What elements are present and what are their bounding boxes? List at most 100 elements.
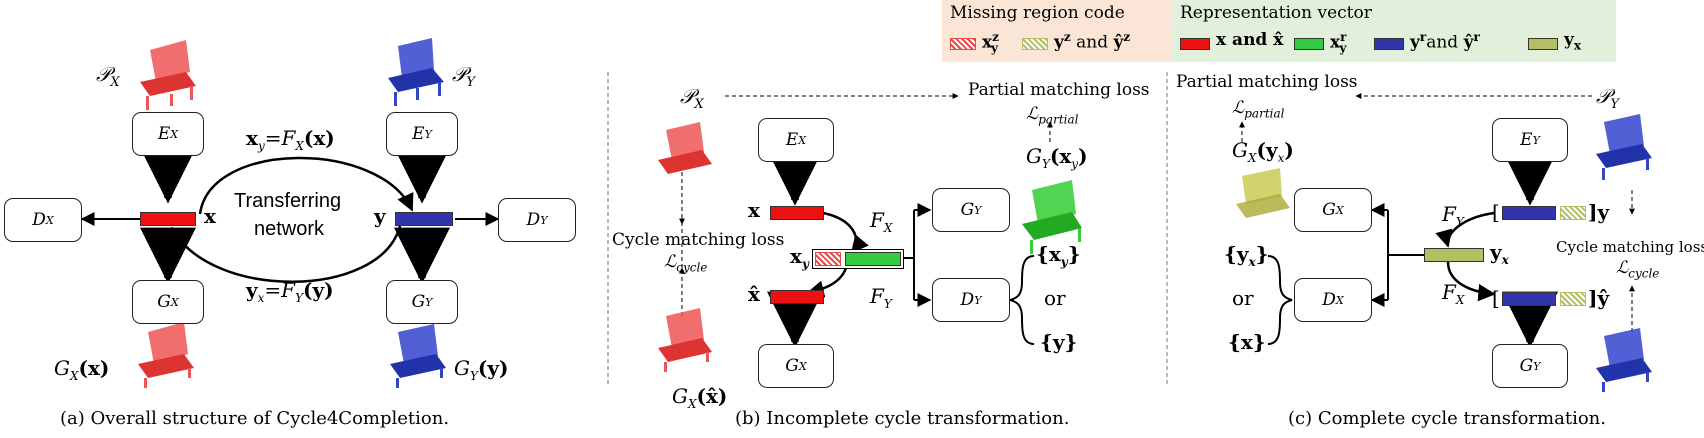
c-arrow-yx-yhat (1446, 261, 1496, 302)
b-caption: (b) Incomplete cycle transformation. (735, 408, 1070, 429)
chair-red-b-top (658, 122, 712, 174)
c-l-partial: ℒpartial (1232, 98, 1285, 121)
c-vector-y-rep (1502, 206, 1556, 220)
a-label-gxx: GX(x) (54, 356, 110, 383)
b-vector-xy-missing (815, 252, 841, 266)
b-vector-x (770, 206, 824, 220)
chair-blue-a-top (388, 38, 444, 106)
c-label-py: 𝒫Y (1596, 84, 1620, 112)
c-set2: {x} (1228, 330, 1266, 354)
a-cycle-top (198, 156, 414, 215)
a-label-gyy: GY(y) (454, 356, 509, 383)
a-label-px: 𝒫X (96, 62, 120, 90)
c-cycle-loss: Cycle matching loss (1556, 238, 1704, 256)
legend-missing-label-x: xzy (982, 30, 999, 56)
b-label-gxxhat: GX(x̂) (672, 384, 728, 411)
c-vector-yx (1424, 248, 1484, 262)
b-partial-loss: Partial matching loss (968, 80, 1150, 100)
b-or: or (1044, 286, 1066, 310)
chair-red-a-top (140, 40, 196, 110)
legend-rep-swatch-olive (1528, 38, 1558, 50)
c-bracket-open-top: [ (1492, 200, 1500, 224)
c-caption: (c) Complete cycle transformation. (1288, 408, 1606, 429)
a-transfer-1: Transferring (234, 190, 342, 212)
c-label-yx: yx (1490, 240, 1509, 267)
legend-missing-swatch-y (1022, 38, 1048, 50)
legend-missing-label-y: yz and ŷz (1054, 30, 1131, 53)
a-vector-x (140, 212, 196, 226)
b-vector-xhat (770, 290, 824, 304)
c-arrow-y-yx (1435, 211, 1495, 248)
c-vector-yhat-missing (1560, 292, 1586, 306)
c-set1: {yx} (1224, 242, 1269, 269)
c-bracket-close-yhat: ]ŷ (1588, 286, 1610, 310)
chair-green-b (1022, 180, 1082, 254)
b-label-x: x (748, 198, 760, 222)
b-label-fy: FY (870, 284, 892, 311)
a-caption: (a) Overall structure of Cycle4Completio… (60, 408, 450, 429)
chair-blue-a-bottom (390, 324, 446, 388)
b-set2: {y} (1040, 330, 1078, 354)
b-arrow-x-xy (817, 210, 869, 254)
chair-yellow-c (1236, 168, 1290, 218)
b-label-fx: FX (870, 208, 893, 235)
a-label-x: x (204, 204, 216, 228)
c-partial-loss: Partial matching loss (1176, 72, 1358, 92)
b-l-cycle: ℒcycle (664, 252, 708, 275)
c-brace (1267, 255, 1293, 345)
legend-rep-swatch-red (1180, 38, 1210, 50)
c-vector-yhat-rep (1502, 292, 1556, 306)
b-cycle-loss: Cycle matching loss (612, 230, 785, 250)
a-vector-y (395, 212, 453, 226)
legend-rep-title: Representation vector (1180, 3, 1372, 23)
c-label-gxyx: GX(yx) (1232, 138, 1294, 165)
legend-rep-label-y: yrand ŷr (1410, 30, 1480, 53)
c-bracket-close-y: ]y (1588, 200, 1610, 224)
c-bracket-open-bottom: [ (1492, 286, 1500, 310)
legend-rep-swatch-green (1294, 38, 1324, 50)
chair-red-b-bottom (658, 308, 712, 372)
b-label-xhat: x̂ (748, 282, 760, 306)
a-transfer-2: network (254, 218, 325, 240)
b-label-gyxy: GY(xy) (1026, 144, 1088, 171)
legend-rep-label-x: x and x̂ (1216, 30, 1284, 50)
legend-rep-label-xy: xry (1330, 30, 1347, 56)
a-eq-yx: yx=FY(y) (246, 278, 334, 305)
b-set1: {xy} (1036, 242, 1081, 269)
a-label-py: 𝒫Y (452, 62, 476, 90)
b-label-px: 𝒫X (680, 84, 704, 112)
c-l-cycle: ℒcycle (1616, 258, 1660, 281)
b-label-xy: xy (790, 244, 809, 271)
legend-missing-swatch-x (950, 38, 976, 50)
legend-rep-label-yx: yx (1564, 30, 1582, 53)
legend-representation-vector: Representation vector x and x̂ xry yrand… (1172, 0, 1616, 62)
legend-rep-swatch-blue (1374, 38, 1404, 50)
legend-missing-region: Missing region code xzy yz and ŷz (942, 0, 1176, 62)
a-eq-xy: xy=FX(x) (246, 126, 335, 153)
b-l-partial: ℒpartial (1026, 104, 1079, 127)
a-cycle-bottom (170, 225, 402, 283)
c-label-fy: FY (1442, 202, 1464, 229)
b-vector-xy-rep (845, 252, 901, 266)
chair-blue-c-bottom (1596, 328, 1652, 392)
legend-missing-title: Missing region code (950, 3, 1125, 23)
c-vector-y-missing (1560, 206, 1586, 220)
a-label-y: y (374, 204, 386, 228)
b-brace (1009, 255, 1035, 345)
